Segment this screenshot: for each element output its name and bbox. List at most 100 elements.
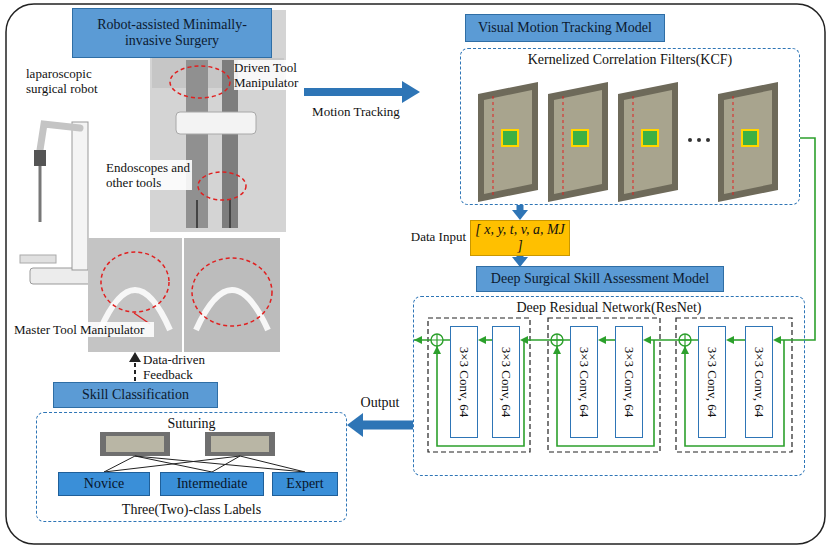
class-label-box: Expert [272, 472, 338, 496]
node-text: 3×3 Conv, 64 [576, 347, 592, 417]
video-frame [624, 90, 672, 194]
ellipsis-dot [706, 138, 710, 142]
frame-line [733, 96, 734, 195]
data-box: [ x, y, t, v, a, MJ ] [470, 220, 570, 256]
arrow-head [129, 352, 141, 362]
residual-block [676, 318, 792, 452]
video-frame [718, 82, 778, 202]
annotation-label: Driven Tool Manipulator [234, 60, 300, 90]
frame-line [633, 96, 634, 195]
endoscope [196, 200, 198, 228]
connector [517, 205, 524, 210]
annotation-label: Master Tool Manipulator [14, 322, 154, 337]
node-text: Robot-assisted Minimally-invasive Surger… [79, 17, 265, 49]
sum-symbol [431, 334, 443, 346]
suturing-thumbnail [106, 436, 164, 452]
video-frame [478, 82, 538, 202]
connector [363, 421, 413, 430]
node-text: 3×3 Conv, 64 [456, 347, 472, 417]
connector [651, 339, 698, 341]
conv-layer-box: 3×3 Conv, 64 [698, 326, 726, 438]
highlight-circle [101, 252, 169, 312]
node-text: Visual Motion Tracking Model [478, 20, 652, 36]
connector [528, 339, 570, 341]
node-text: Deep Surgical Skill Assessment Model [491, 271, 709, 287]
frame-line [563, 96, 564, 195]
annotation-label: Endoscopes and other tools [106, 160, 192, 190]
node-text: Three(Two)-class Labels [122, 502, 261, 518]
node-text: 3×3 Conv, 64 [751, 347, 767, 417]
robot-tool [39, 166, 42, 222]
node-text: 3×3 Conv, 64 [704, 347, 720, 417]
edge-label: Output [359, 395, 402, 411]
group-box: Deep Residual Network(ResNet) 3×3 Conv, 6… [413, 296, 805, 476]
robot-tool-holder [34, 150, 46, 166]
class-label-box: Novice [58, 472, 150, 496]
residual-block [428, 318, 530, 452]
video-frame [484, 90, 532, 194]
arrow-head [402, 81, 420, 103]
annotation-label: Motion Tracking [300, 104, 412, 119]
sum-symbol [431, 334, 443, 346]
flow-arrow [304, 88, 404, 96]
conv-layer-box: 3×3 Conv, 64 [492, 326, 520, 438]
conv-layer-box: 3×3 Conv, 64 [745, 326, 773, 438]
annotation-label: Data Input [380, 229, 466, 244]
robot-arm [40, 124, 80, 150]
node-text: Novice [84, 476, 124, 492]
conv-layer-box: 3×3 Conv, 64 [570, 326, 598, 438]
highlight-circle [170, 66, 230, 98]
robot-bed [20, 255, 56, 263]
connector [606, 339, 615, 341]
header-box: Skill Classification [53, 382, 218, 408]
node-text: Intermediate [177, 476, 248, 492]
suturing-thumbnail [211, 436, 269, 452]
endoscope [229, 200, 231, 228]
annotation-label: laparoscopic surgical robot [26, 66, 118, 96]
highlight-circle [198, 172, 246, 200]
suturing-thumbnail [100, 432, 170, 456]
video-frame [618, 82, 678, 202]
video-frame [718, 82, 778, 202]
conv-layer-box: 3×3 Conv, 64 [615, 326, 643, 438]
node-text: Suturing [167, 416, 215, 432]
node-text: Deep Residual Network(ResNet) [516, 300, 701, 316]
conv-layer-box: 3×3 Conv, 64 [450, 326, 478, 438]
header-box: Deep Surgical Skill Assessment Model [476, 266, 724, 292]
node-text: Kernelized Correlation Filters(KCF) [528, 52, 733, 68]
annotation-label: Data-driven Feedback [143, 352, 217, 382]
outer-border [6, 4, 825, 544]
node-text: 3×3 Conv, 64 [621, 347, 637, 417]
highlight-circle [192, 258, 272, 326]
node-text: Expert [286, 476, 323, 492]
ellipsis-dot [688, 138, 692, 142]
video-frame [548, 82, 608, 202]
header-box: Robot-assisted Minimally-invasive Surger… [72, 8, 272, 58]
group-box: Kernelized Correlation Filters(KCF) [460, 48, 800, 205]
photo-detail [186, 60, 208, 228]
photo-detail [176, 112, 256, 134]
connector [781, 138, 815, 340]
class-label-box: Intermediate [160, 472, 264, 496]
video-frame [478, 82, 538, 202]
tracking-box [642, 130, 658, 146]
video-frame [618, 82, 678, 202]
connector [734, 339, 745, 341]
master-handle [196, 290, 268, 330]
video-frame [554, 90, 602, 194]
node-text: Skill Classification [82, 387, 189, 403]
video-frame [548, 82, 608, 202]
frame-line [493, 96, 494, 195]
ellipsis-dot [697, 138, 701, 142]
tracking-box [572, 130, 588, 146]
suturing-thumbnail [205, 432, 275, 456]
robot-column [72, 122, 88, 270]
video-frame [724, 90, 772, 194]
node-text: 3×3 Conv, 64 [498, 347, 514, 417]
tracking-box [502, 130, 518, 146]
tree-line [104, 456, 305, 472]
tracking-box [742, 130, 758, 146]
header-box: Visual Motion Tracking Model [465, 14, 665, 42]
master-photo [184, 238, 280, 352]
node-text: [ x, y, t, v, a, MJ ] [475, 222, 565, 254]
